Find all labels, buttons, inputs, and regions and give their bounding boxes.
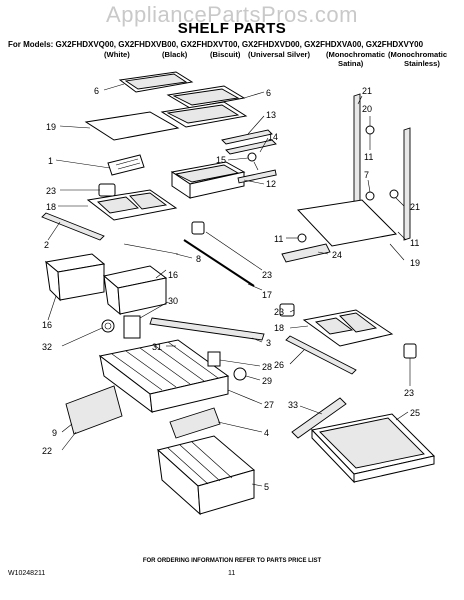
part-pan-25 bbox=[311, 413, 435, 484]
part-rail-13 bbox=[221, 129, 277, 155]
callout-label: 23 bbox=[404, 388, 414, 398]
part-screws-14-15 bbox=[237, 152, 277, 184]
callout-label: 23 bbox=[46, 186, 56, 196]
callout-label: 32 bbox=[42, 342, 52, 352]
callout-label: 26 bbox=[274, 360, 284, 370]
callout-label: 24 bbox=[332, 250, 342, 260]
callout-label: 7 bbox=[364, 170, 369, 180]
callout-label: 21 bbox=[362, 86, 372, 96]
callout-label: 23 bbox=[262, 270, 272, 280]
callout-label: 30 bbox=[168, 296, 178, 306]
callout-label: 16 bbox=[168, 270, 178, 280]
part-glide-23-upper bbox=[98, 183, 116, 197]
part-basket-5 bbox=[156, 435, 256, 516]
callout-label: 1 bbox=[48, 156, 53, 166]
part-glide-23-mid bbox=[191, 221, 205, 235]
part-basket-27 bbox=[98, 339, 230, 414]
callout-label: 8 bbox=[196, 254, 201, 264]
variant-mono-stainless-line1: (Monochromatic bbox=[388, 50, 448, 59]
part-screws-11-7-20 bbox=[297, 125, 399, 243]
callout-label: 22 bbox=[42, 446, 52, 456]
callout-label: 17 bbox=[262, 290, 272, 300]
variant-white: (White) bbox=[104, 50, 130, 59]
variant-universal-silver: (Universal Silver) bbox=[248, 50, 311, 59]
callout-label: 25 bbox=[410, 408, 420, 418]
callout-label: 28 bbox=[262, 362, 272, 372]
page-title: SHELF PARTS bbox=[177, 20, 287, 37]
callout-label: 29 bbox=[262, 376, 272, 386]
callout-label: 5 bbox=[264, 482, 269, 492]
variant-biscuit: (Biscuit) bbox=[210, 50, 241, 59]
callout-label: 9 bbox=[52, 428, 57, 438]
leader-lines bbox=[47, 83, 411, 487]
callout-label: 2 bbox=[44, 240, 49, 250]
part-wheel-32 bbox=[101, 319, 115, 333]
ordering-footer: FOR ORDERING INFORMATION REFER TO PARTS … bbox=[142, 558, 322, 564]
part-shelf-6-right bbox=[160, 85, 248, 128]
part-glass-19-left bbox=[84, 111, 180, 141]
callout-label: 16 bbox=[42, 320, 52, 330]
part-handle-4 bbox=[169, 407, 221, 439]
callout-label: 11 bbox=[410, 238, 419, 248]
part-shelf-6-left bbox=[118, 71, 194, 93]
callout-label: 19 bbox=[46, 122, 56, 132]
callout-label: 23 bbox=[274, 307, 284, 317]
callout-label: 12 bbox=[266, 179, 276, 189]
part-shelf-12 bbox=[170, 161, 246, 199]
variant-mono-satina-line2: Satina) bbox=[338, 59, 364, 68]
callout-label: 3 bbox=[266, 338, 271, 348]
callout-label: 11 bbox=[274, 234, 283, 244]
callout-label: 6 bbox=[94, 86, 99, 96]
document-number: W10248211 bbox=[8, 570, 46, 577]
variant-black: (Black) bbox=[162, 50, 188, 59]
part-rail-2 bbox=[41, 212, 105, 241]
part-bracket-1 bbox=[107, 154, 145, 176]
part-handle-9 bbox=[65, 385, 123, 435]
part-wheel-29-28 bbox=[207, 351, 247, 381]
part-bin-16-left bbox=[44, 253, 106, 302]
callout-label: 19 bbox=[410, 258, 420, 268]
callout-label: 31 bbox=[152, 342, 162, 352]
callout-label: 33 bbox=[288, 400, 298, 410]
part-track-33 bbox=[291, 397, 347, 439]
callout-label: 13 bbox=[266, 110, 276, 120]
callout-label: 4 bbox=[264, 428, 269, 438]
callout-label: 21 bbox=[410, 202, 420, 212]
variant-mono-stainless-line2: Stainless) bbox=[404, 59, 440, 68]
part-bracket-24 bbox=[281, 243, 331, 263]
watermark: AppliancePartsPros.com bbox=[106, 2, 358, 27]
part-pin-8 bbox=[123, 243, 179, 255]
callout-labels: 6 6 19 13 1 14 15 12 23 18 21 20 11 7 21… bbox=[42, 86, 420, 492]
callout-label: 6 bbox=[266, 88, 271, 98]
callout-label: 15 bbox=[216, 155, 226, 165]
callout-label: 18 bbox=[274, 323, 284, 333]
part-frame-18-left bbox=[86, 189, 178, 221]
part-glide-23-right-lower bbox=[403, 343, 417, 359]
callout-label: 14 bbox=[268, 132, 278, 142]
part-rail-26 bbox=[285, 335, 357, 375]
part-rod-17 bbox=[183, 239, 255, 287]
part-bin-16-right bbox=[102, 265, 168, 316]
part-frame-18-right bbox=[302, 309, 394, 347]
part-glass-19-right bbox=[296, 199, 398, 247]
models-line: For Models: GX2FHDXVQ00, GX2FHDXVB00, GX… bbox=[8, 40, 424, 49]
callout-label: 18 bbox=[46, 202, 56, 212]
variant-mono-satina-line1: (Monochromatic bbox=[326, 50, 386, 59]
callout-label: 20 bbox=[362, 104, 372, 114]
part-slide-3 bbox=[123, 315, 265, 341]
callout-label: 11 bbox=[364, 152, 373, 162]
callout-label: 27 bbox=[264, 400, 274, 410]
page-number: 11 bbox=[228, 570, 236, 577]
